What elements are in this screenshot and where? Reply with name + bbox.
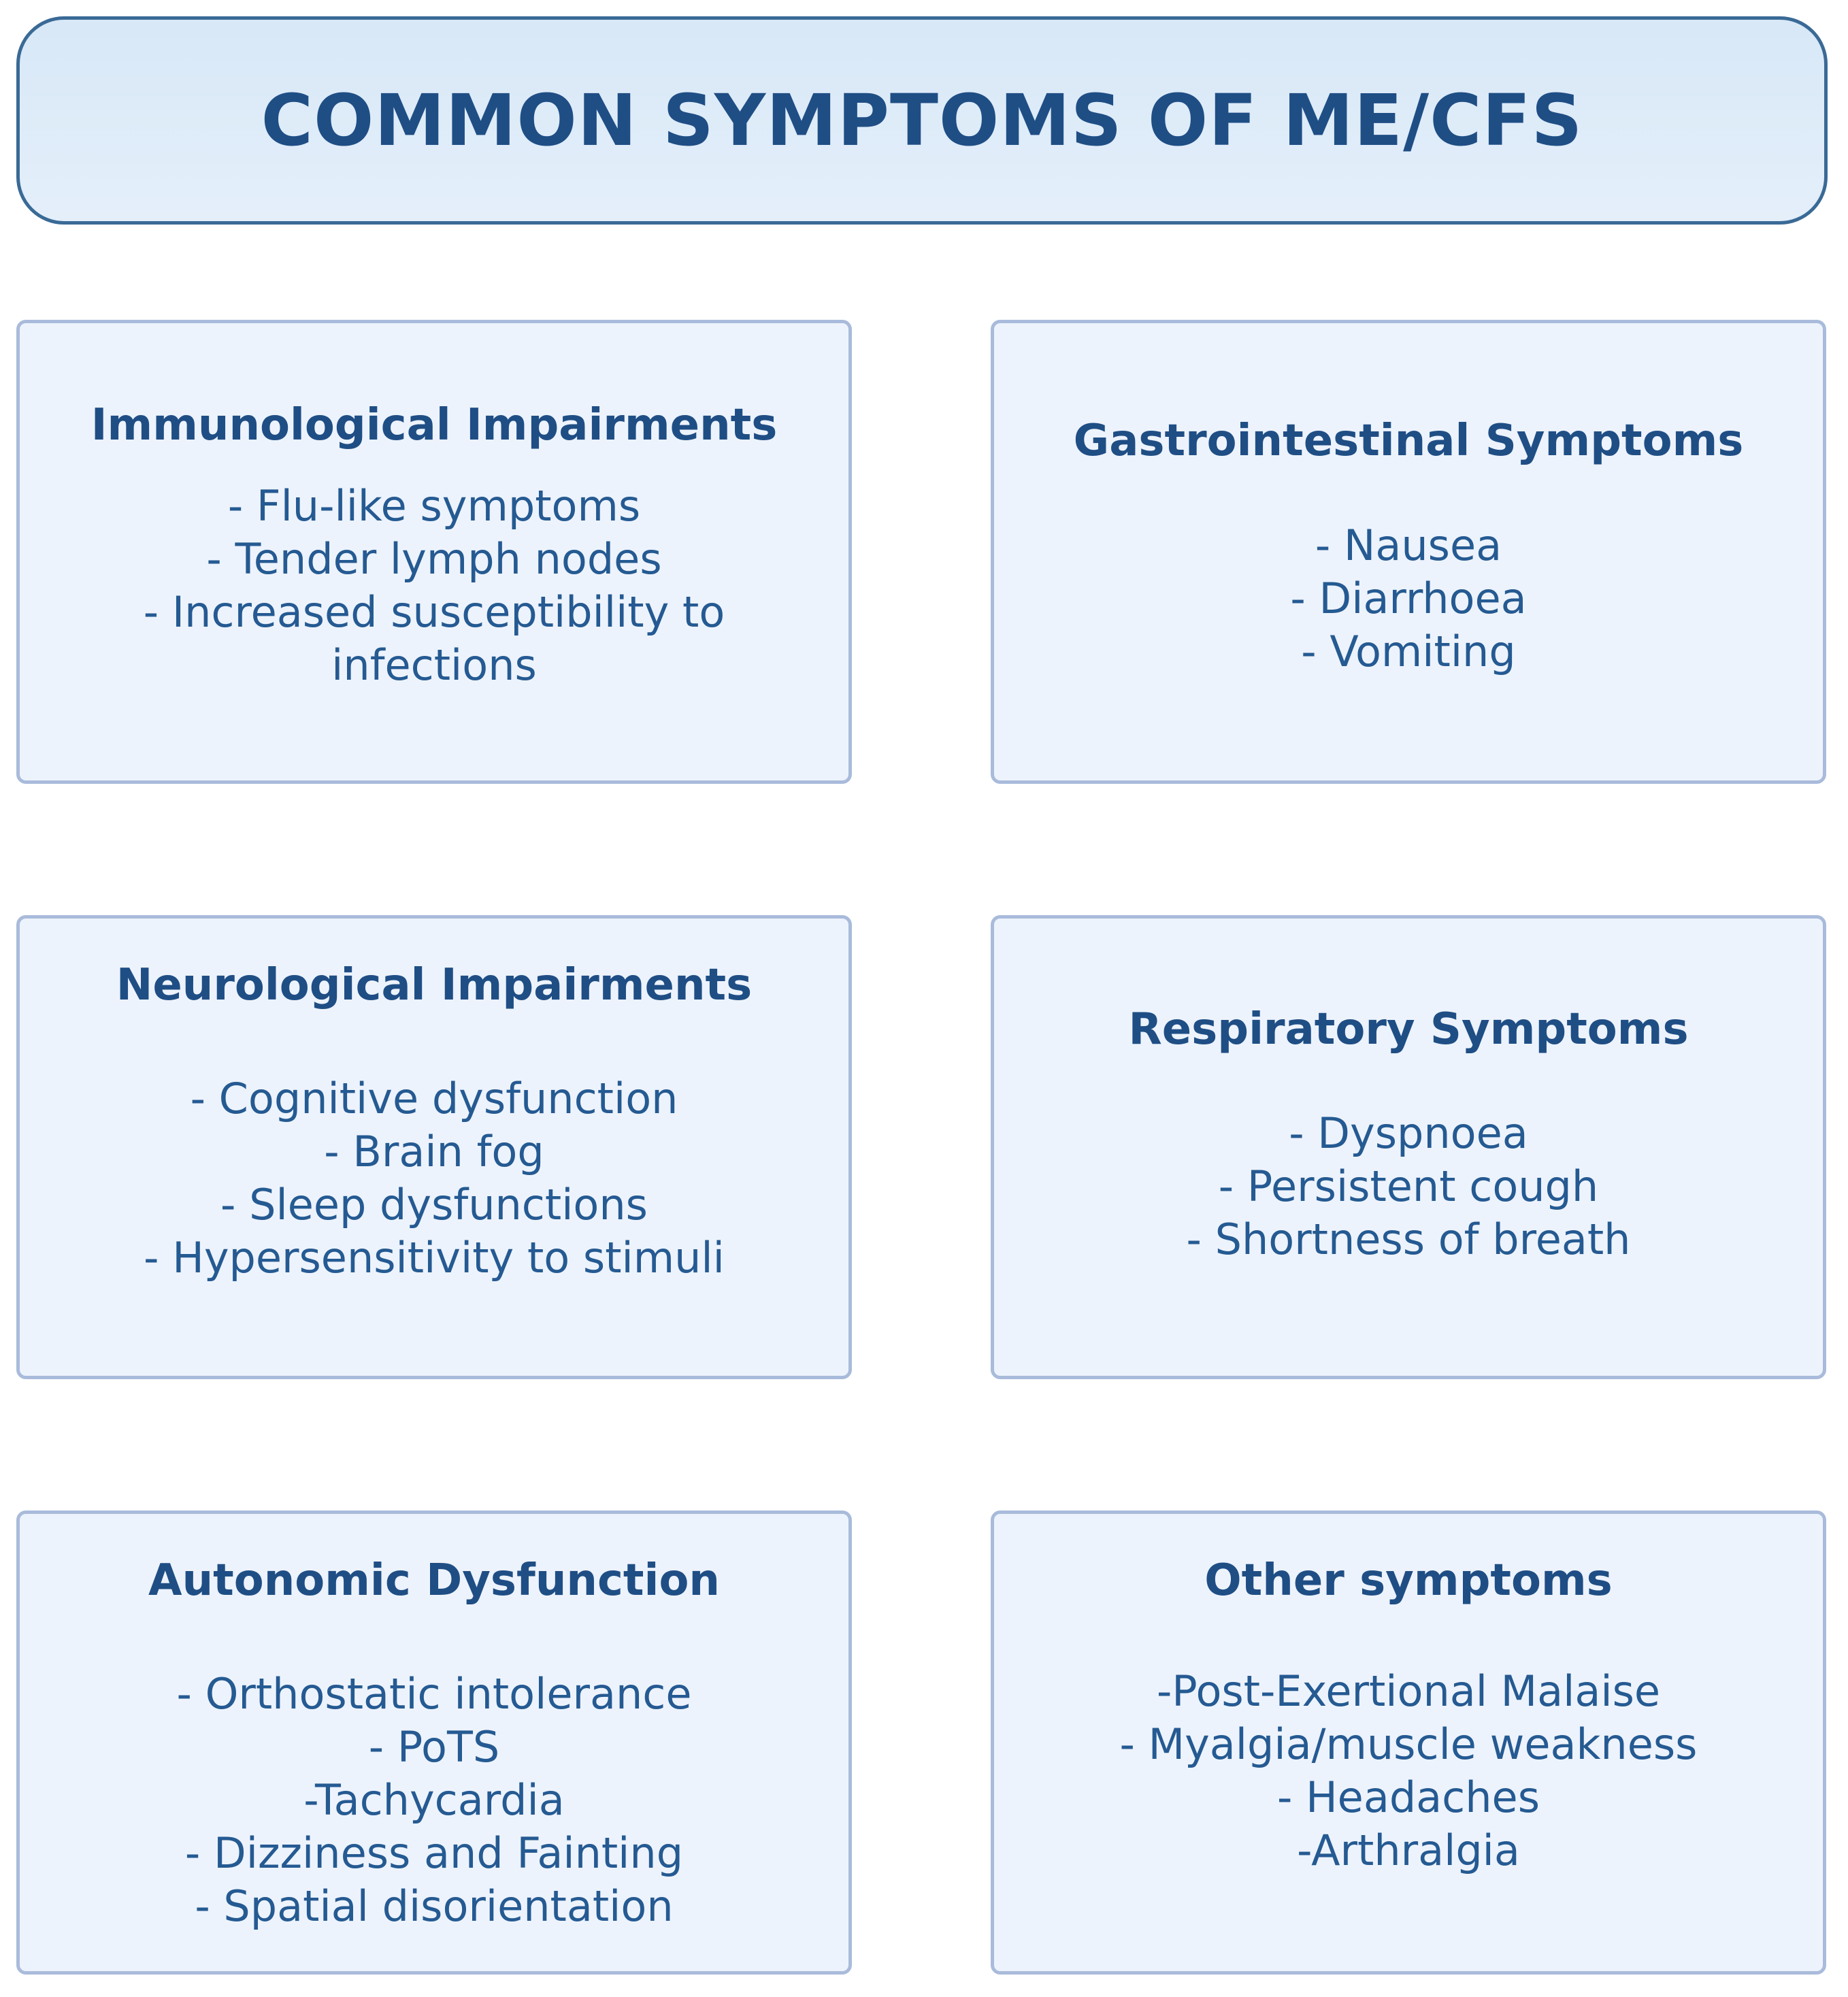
symptom-item: - Vomiting	[1301, 627, 1516, 676]
symptom-list: - Dyspnoea - Persistent cough - Shortnes…	[1187, 1107, 1631, 1266]
category-card-neurological: Neurological Impairments - Cognitive dys…	[16, 915, 852, 1379]
category-card-autonomic: Autonomic Dysfunction - Orthostatic into…	[16, 1511, 852, 1975]
symptom-list: - Orthostatic intolerance - PoTS -Tachyc…	[177, 1668, 692, 1933]
symptom-item: - Dizziness and Fainting	[184, 1828, 684, 1878]
symptom-list: - Nausea - Diarrhoea - Vomiting	[1290, 519, 1526, 678]
symptom-list: -Post-Exertional Malaise - Myalgia/muscl…	[1120, 1665, 1698, 1877]
symptom-item: - Persistent cough	[1218, 1161, 1599, 1211]
symptom-item: - Cognitive dysfunction	[190, 1074, 678, 1123]
symptom-item: -Arthralgia	[1297, 1826, 1520, 1875]
symptom-item: - Dyspnoea	[1289, 1108, 1528, 1158]
category-card-immunological: Immunological Impairments - Flu-like sym…	[16, 320, 852, 784]
category-card-respiratory: Respiratory Symptoms - Dyspnoea - Persis…	[991, 915, 1826, 1379]
symptom-item: - Nausea	[1315, 521, 1502, 570]
symptom-item: - Sleep dysfunctions	[220, 1180, 648, 1229]
symptom-item: - Shortness of breath	[1186, 1215, 1631, 1264]
symptom-list: - Cognitive dysfunction - Brain fog - Sl…	[144, 1072, 725, 1285]
category-title: Autonomic Dysfunction	[148, 1555, 720, 1606]
symptom-item: - Spatial disorientation	[195, 1881, 674, 1931]
symptom-item: - Increased susceptibility to infections	[143, 587, 725, 690]
page-title: COMMON SYMPTOMS OF ME/CFS	[261, 79, 1583, 162]
symptom-item: - PoTS	[368, 1722, 500, 1772]
symptom-item: - Headaches	[1276, 1772, 1540, 1822]
category-card-other: Other symptoms -Post-Exertional Malaise …	[991, 1511, 1826, 1975]
symptom-item: - Myalgia/muscle weakness	[1119, 1719, 1698, 1769]
category-title: Other symptoms	[1204, 1555, 1613, 1606]
symptom-item: -Tachycardia	[303, 1775, 565, 1825]
category-title: Respiratory Symptoms	[1128, 1004, 1689, 1055]
title-banner: COMMON SYMPTOMS OF ME/CFS	[16, 16, 1828, 225]
category-title: Gastrointestinal Symptoms	[1073, 416, 1744, 466]
symptom-item: - Brain fog	[324, 1127, 544, 1176]
symptom-item: -Post-Exertional Malaise	[1156, 1666, 1661, 1716]
symptom-item: - Diarrhoea	[1290, 574, 1527, 623]
category-title: Immunological Impairments	[90, 400, 778, 450]
category-card-gastrointestinal: Gastrointestinal Symptoms - Nausea - Dia…	[991, 320, 1826, 784]
symptom-item: - Tender lymph nodes	[206, 534, 662, 584]
symptom-item: - Orthostatic intolerance	[176, 1669, 692, 1719]
symptom-item: - Hypersensitivity to stimuli	[144, 1233, 725, 1283]
symptom-list: - Flu-like symptoms - Tender lymph nodes…	[121, 480, 747, 692]
category-title: Neurological Impairments	[116, 960, 753, 1010]
symptom-item: - Flu-like symptoms	[227, 481, 641, 531]
